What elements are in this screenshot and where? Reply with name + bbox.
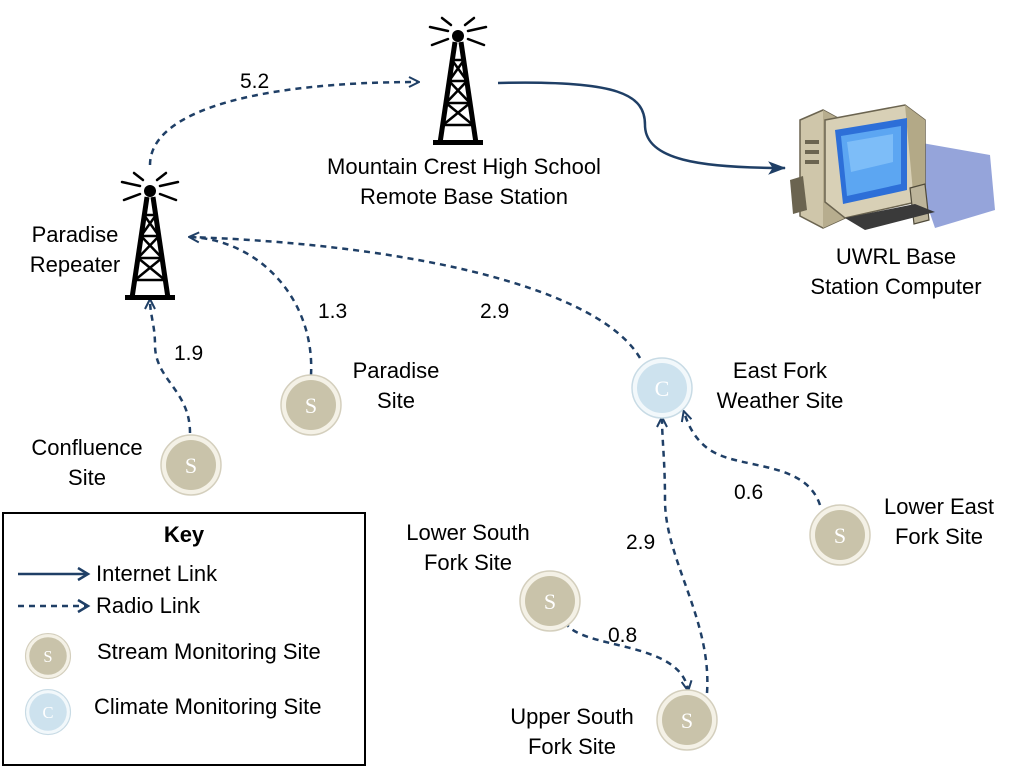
upper-south-fork-glyph: S [681,708,693,733]
radio-link-paradise-repeater [190,237,313,376]
link-distance-uppersouth-eastfork: 2.9 [626,531,656,554]
lower-south-fork-node: S [518,569,582,633]
uwrl-label: UWRL Base Station Computer [786,242,1006,302]
lower-south-fork-glyph: S [544,589,556,614]
lower-south-fork-label-line2: Fork Site [423,550,513,575]
climate-site-legend-glyph: C [42,703,53,722]
link-distance-repeater-mountain: 5.2 [240,70,270,93]
uwrl-label-line1: UWRL Base [835,244,957,269]
confluence-site-label-line1: Confluence [31,435,143,460]
radio-link-legend-label: Radio Link [96,593,200,618]
link-distance-lowersouth-uppersouth: 0.8 [608,624,638,647]
east-fork-weather-label-line1: East Fork [732,358,828,383]
mountain-crest-tower-icon [418,15,498,155]
upper-south-fork-label-line1: Upper South [510,704,634,729]
link-distance-paradise-repeater: 1.3 [318,300,348,323]
radio-link-confluence-repeater [150,300,192,434]
lower-south-fork-label-line1: Lower South [406,520,530,545]
paradise-repeater-label: Paradise Repeater [10,220,140,280]
link-distance-eastfork-repeater: 2.9 [480,300,510,323]
uwrl-label-line2: Station Computer [810,274,982,299]
lower-east-fork-glyph: S [834,523,846,548]
paradise-site-label-line2: Site [377,388,415,413]
radio-link-legend-icon [18,598,91,614]
lower-east-fork-label-line1: Lower East [883,494,995,519]
east-fork-weather-node: C [630,356,694,420]
paradise-repeater-label-line2: Repeater [29,252,121,277]
paradise-site-node: S [279,373,343,437]
mountain-crest-label-line2: Remote Base Station [360,184,568,209]
radio-link-eastfork-repeater [189,235,642,359]
stream-site-legend-glyph: S [43,647,52,666]
stream-site-legend-label: Stream Monitoring Site [97,639,321,664]
lower-east-fork-label: Lower East Fork Site [866,492,1012,552]
paradise-repeater-tower-icon [110,170,190,310]
internet-link-mountain-uwrl [497,81,787,175]
confluence-site-label: Confluence Site [12,433,162,493]
link-distance-lowereast-eastfork: 0.6 [734,481,764,504]
stream-site-legend-icon: S [24,632,72,680]
radio-link-lowereast-eastfork [684,412,822,506]
mountain-crest-label-line1: Mountain Crest High School [327,154,601,179]
confluence-site-label-line2: Site [68,465,106,490]
paradise-site-glyph: S [305,393,317,418]
upper-south-fork-node: S [655,688,719,752]
east-fork-weather-label: East Fork Weather Site [700,356,860,416]
lower-south-fork-label: Lower South Fork Site [388,518,548,578]
legend-key: Key Internet Link Radio Link S Stream Mo… [2,512,366,766]
lower-east-fork-node: S [808,503,872,567]
internet-link-legend-icon [18,566,91,582]
radio-link-lowersouth-uppersouth [563,621,688,690]
radio-link-uppersouth-eastfork [662,418,709,694]
east-fork-weather-label-line2: Weather Site [716,388,844,413]
confluence-site-glyph: S [185,453,197,478]
climate-site-legend-icon: C [24,688,72,736]
lower-east-fork-label-line2: Fork Site [894,524,984,549]
link-distance-confluence-repeater: 1.9 [174,342,204,365]
confluence-site-node: S [159,433,223,497]
upper-south-fork-label-line2: Fork Site [527,734,617,759]
mountain-crest-label: Mountain Crest High School Remote Base S… [292,152,636,212]
radio-link-repeater-mountain [148,82,418,166]
paradise-site-label: Paradise Site [336,356,456,416]
upper-south-fork-label: Upper South Fork Site [492,702,652,762]
paradise-site-label-line1: Paradise [352,358,440,383]
east-fork-weather-glyph: C [655,376,670,401]
internet-link-legend-label: Internet Link [96,561,218,586]
key-title: Key [163,522,205,547]
climate-site-legend-label: Climate Monitoring Site [94,694,322,719]
paradise-repeater-label-line1: Paradise [31,222,119,247]
computer-icon [785,100,1000,245]
